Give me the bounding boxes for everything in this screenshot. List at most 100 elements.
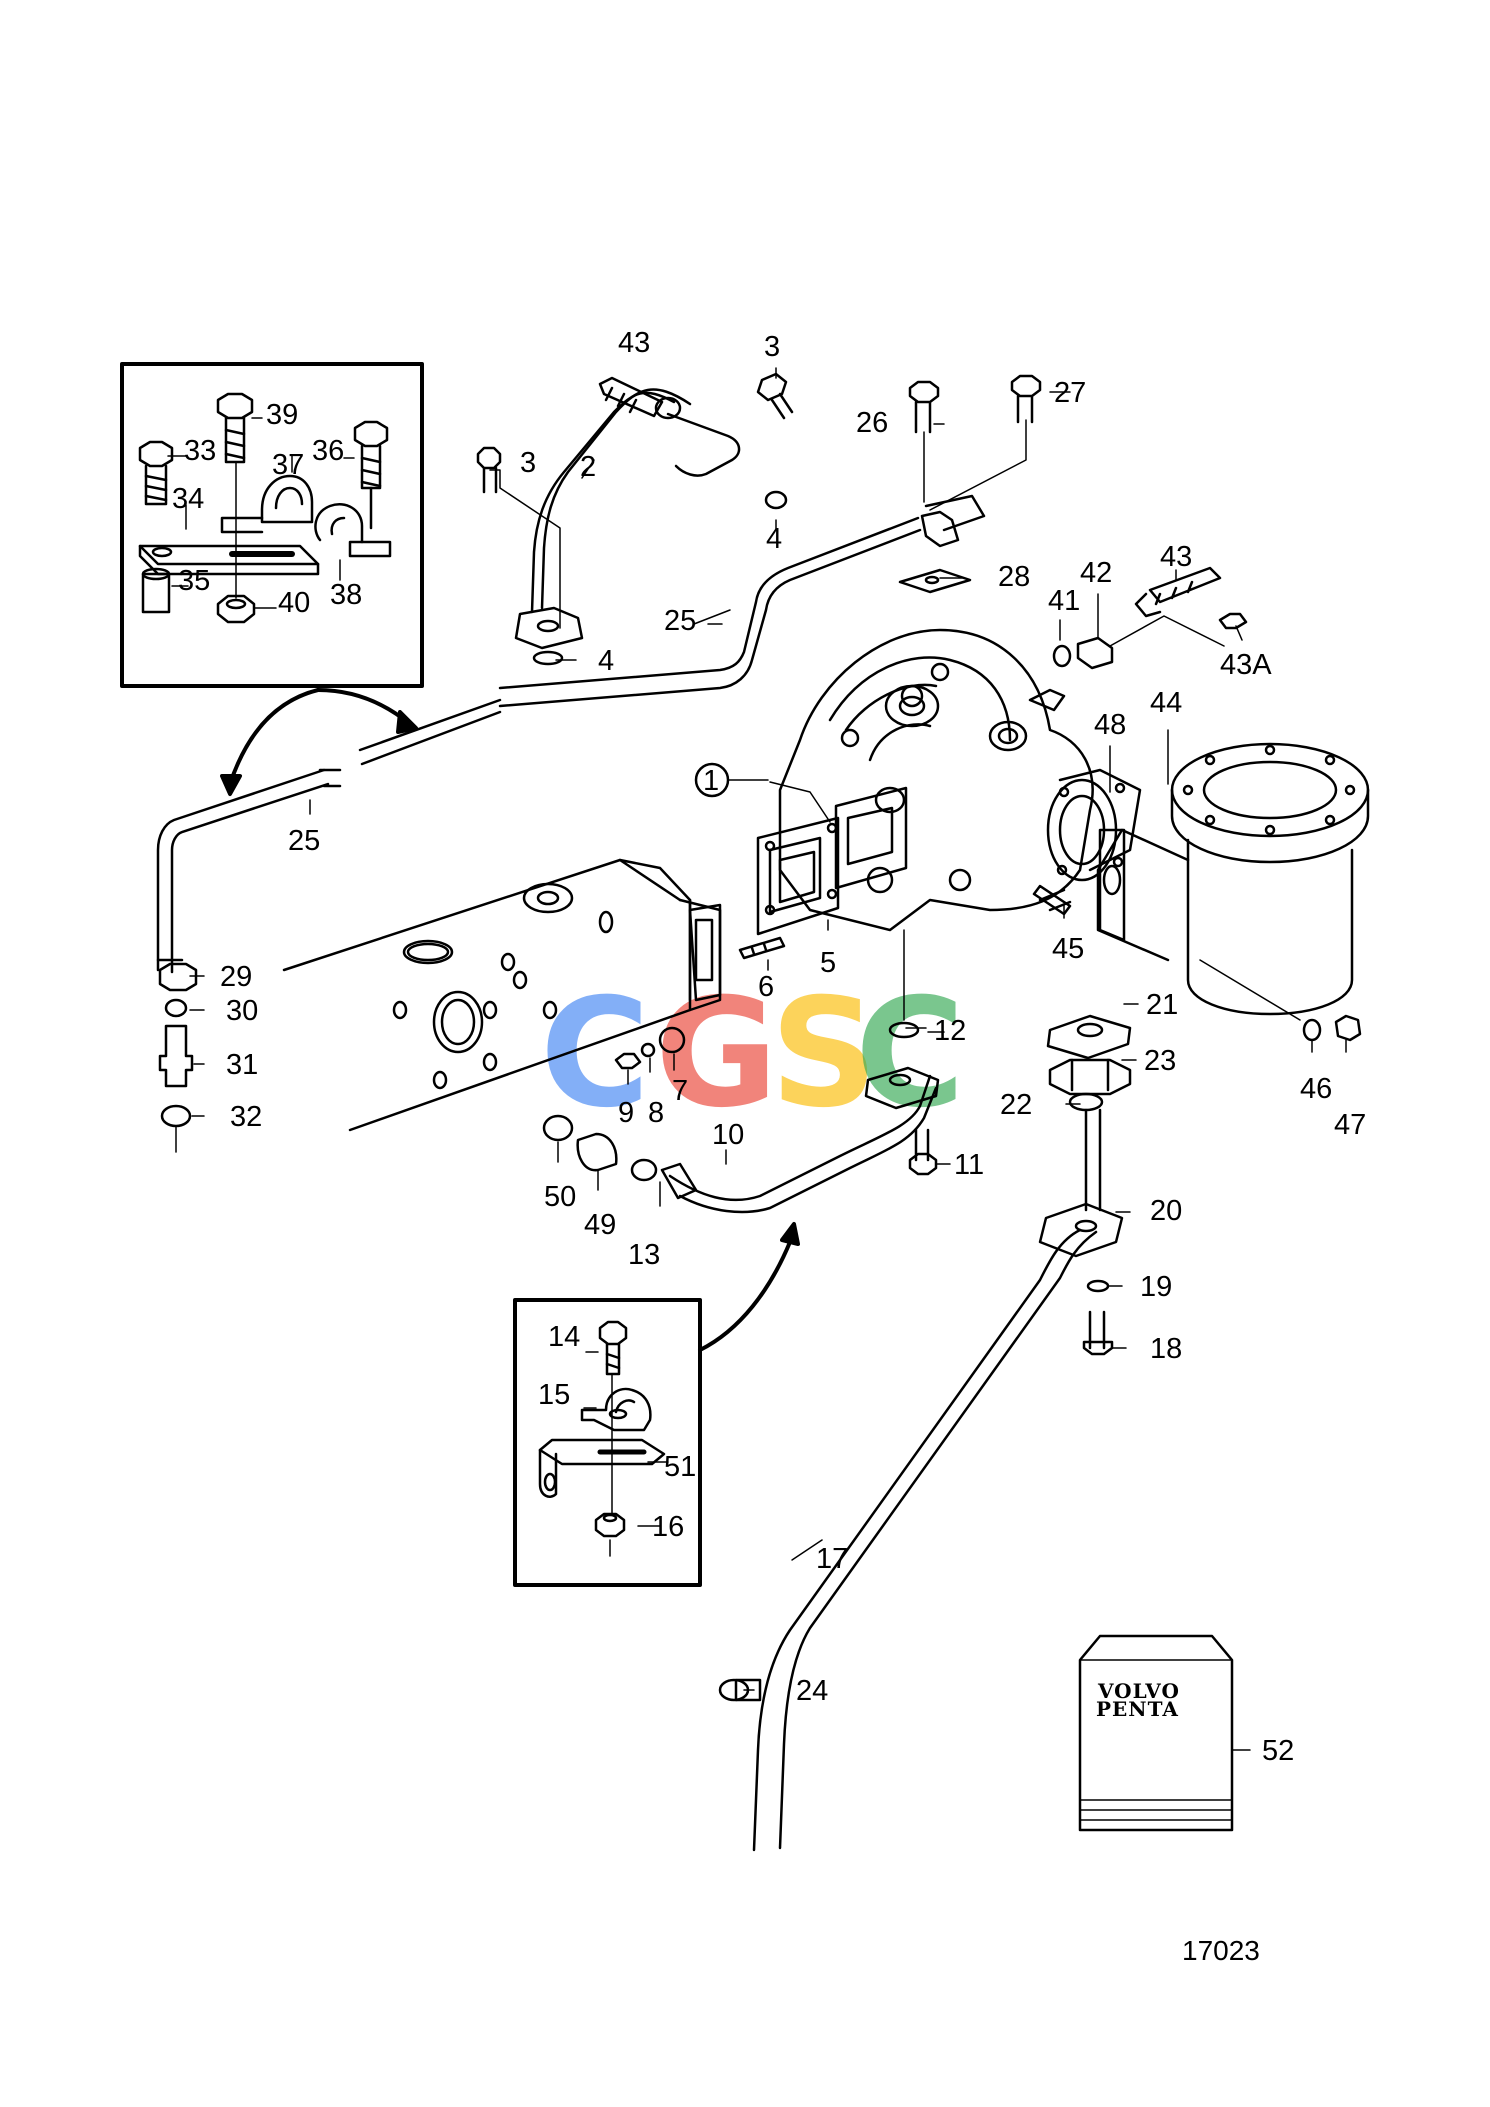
callout-3-top: 3 xyxy=(764,331,780,363)
callout-44: 44 xyxy=(1150,687,1182,719)
callout-51: 51 xyxy=(664,1451,696,1483)
callout-43-right: 43 xyxy=(1160,541,1192,573)
callout-49: 49 xyxy=(584,1209,616,1241)
callout-22: 22 xyxy=(1000,1089,1032,1121)
callout-28: 28 xyxy=(998,561,1030,593)
grommet-49-icon xyxy=(576,1132,618,1172)
callout-33: 33 xyxy=(184,435,216,467)
leader-lines xyxy=(189,367,1347,1751)
bolt-39-icon xyxy=(216,392,254,464)
callout-2: 2 xyxy=(580,451,596,483)
callout-48: 48 xyxy=(1094,709,1126,741)
pipe-25 xyxy=(156,494,986,974)
manual-52-icon xyxy=(1078,1634,1234,1832)
bolt-27-icon xyxy=(1010,374,1042,424)
watermark-letter-3: S xyxy=(770,967,878,1141)
bolt-26-icon xyxy=(908,380,940,434)
callout-39: 39 xyxy=(266,399,298,431)
spacer-35-icon xyxy=(141,567,171,614)
callout-11: 11 xyxy=(954,1149,984,1181)
callout-8: 8 xyxy=(648,1097,664,1129)
callout-50: 50 xyxy=(544,1181,576,1213)
callout-38: 38 xyxy=(330,579,362,611)
callout-4-top: 4 xyxy=(766,523,782,555)
bolt-14-icon xyxy=(598,1320,628,1376)
callout-13: 13 xyxy=(628,1239,660,1271)
callout-29: 29 xyxy=(220,961,252,993)
callout-6: 6 xyxy=(758,971,774,1003)
bolt-18-icon xyxy=(1082,1310,1114,1356)
callout-32: 32 xyxy=(230,1101,262,1133)
callout-12: 12 xyxy=(934,1015,966,1047)
callout-labels: 1 2 3 3 4 4 5 6 7 8 9 10 11 12 13 14 15 … xyxy=(172,327,1366,1966)
callout-15: 15 xyxy=(538,1379,570,1411)
inset-box-clamp-kit xyxy=(120,362,424,688)
bolt-33-icon xyxy=(138,440,174,506)
callout-9: 9 xyxy=(618,1097,634,1129)
callout-19: 19 xyxy=(1140,1271,1172,1303)
callout-20: 20 xyxy=(1150,1195,1182,1227)
fitting-31-icon xyxy=(158,1024,194,1088)
bolt-3-left-icon xyxy=(476,446,502,494)
nut-9-icon xyxy=(614,1052,642,1070)
callout-35: 35 xyxy=(178,565,210,597)
pipe-10 xyxy=(660,1074,938,1214)
callout-40: 40 xyxy=(278,587,310,619)
bolt-11-icon xyxy=(908,1128,938,1176)
stud-6-icon xyxy=(738,936,786,960)
callout-31: 31 xyxy=(226,1049,258,1081)
bolt-36-icon xyxy=(353,420,389,530)
callout-16: 16 xyxy=(652,1511,684,1543)
rubber-clamp-37-icon xyxy=(220,474,314,534)
bolt-3-top-icon xyxy=(756,372,794,420)
nut-40-icon xyxy=(216,461,256,624)
callout-10: 10 xyxy=(712,1119,744,1151)
callout-17: 17 xyxy=(816,1543,848,1575)
callout-42: 42 xyxy=(1080,557,1112,589)
drawing-number: 17023 xyxy=(1182,1935,1260,1966)
callout-26: 26 xyxy=(856,407,888,439)
callout-4-left: 4 xyxy=(598,645,614,677)
callout-43A: 43A xyxy=(1220,649,1272,681)
callout-21: 21 xyxy=(1146,989,1178,1021)
callout-7: 7 xyxy=(672,1075,688,1107)
callout-34: 34 xyxy=(172,483,204,515)
manual-brand-line1: VOLVO xyxy=(1097,1679,1180,1703)
pipe-2 xyxy=(514,388,741,650)
watermark-letter-4: C xyxy=(855,967,965,1141)
nut-29-icon xyxy=(158,962,198,992)
callout-25-lower: 25 xyxy=(288,825,320,857)
watermark: C G S C xyxy=(540,967,965,1141)
callout-14: 14 xyxy=(548,1321,580,1353)
flange-21 xyxy=(1046,1014,1132,1096)
callout-25-upper: 25 xyxy=(664,605,696,637)
callout-24: 24 xyxy=(796,1675,828,1707)
clamp-15-icon xyxy=(580,1387,652,1432)
turbocharger-housing xyxy=(756,628,1142,936)
callout-23: 23 xyxy=(1144,1045,1176,1077)
bracket-51-icon xyxy=(538,1438,666,1498)
callout-36: 36 xyxy=(312,435,344,467)
callout-52: 52 xyxy=(1262,1735,1294,1767)
pipe-17 xyxy=(734,1108,1124,1852)
fitting-43-right-icon xyxy=(1134,566,1222,618)
nut-16-icon xyxy=(594,1512,626,1538)
callout-1: 1 xyxy=(703,765,719,797)
fitting-43-top-icon xyxy=(598,376,664,418)
pointer-arrows xyxy=(220,688,800,1352)
callout-27: 27 xyxy=(1054,377,1086,409)
callout-47: 47 xyxy=(1334,1109,1366,1141)
manual-brand-line2: PENTA xyxy=(1096,1697,1179,1721)
rubber-clamp-38-icon xyxy=(314,503,392,558)
flange-12 xyxy=(864,929,940,1110)
inset-box-pipe-bracket xyxy=(513,1298,702,1587)
callout-37: 37 xyxy=(272,449,304,481)
callout-45: 45 xyxy=(1052,933,1084,965)
callout-18: 18 xyxy=(1150,1333,1182,1365)
callout-5: 5 xyxy=(820,947,836,979)
callout-30: 30 xyxy=(226,995,258,1027)
callout-43-top: 43 xyxy=(618,327,650,359)
callout-41: 41 xyxy=(1048,585,1080,617)
nut-47-icon xyxy=(1334,1014,1362,1042)
